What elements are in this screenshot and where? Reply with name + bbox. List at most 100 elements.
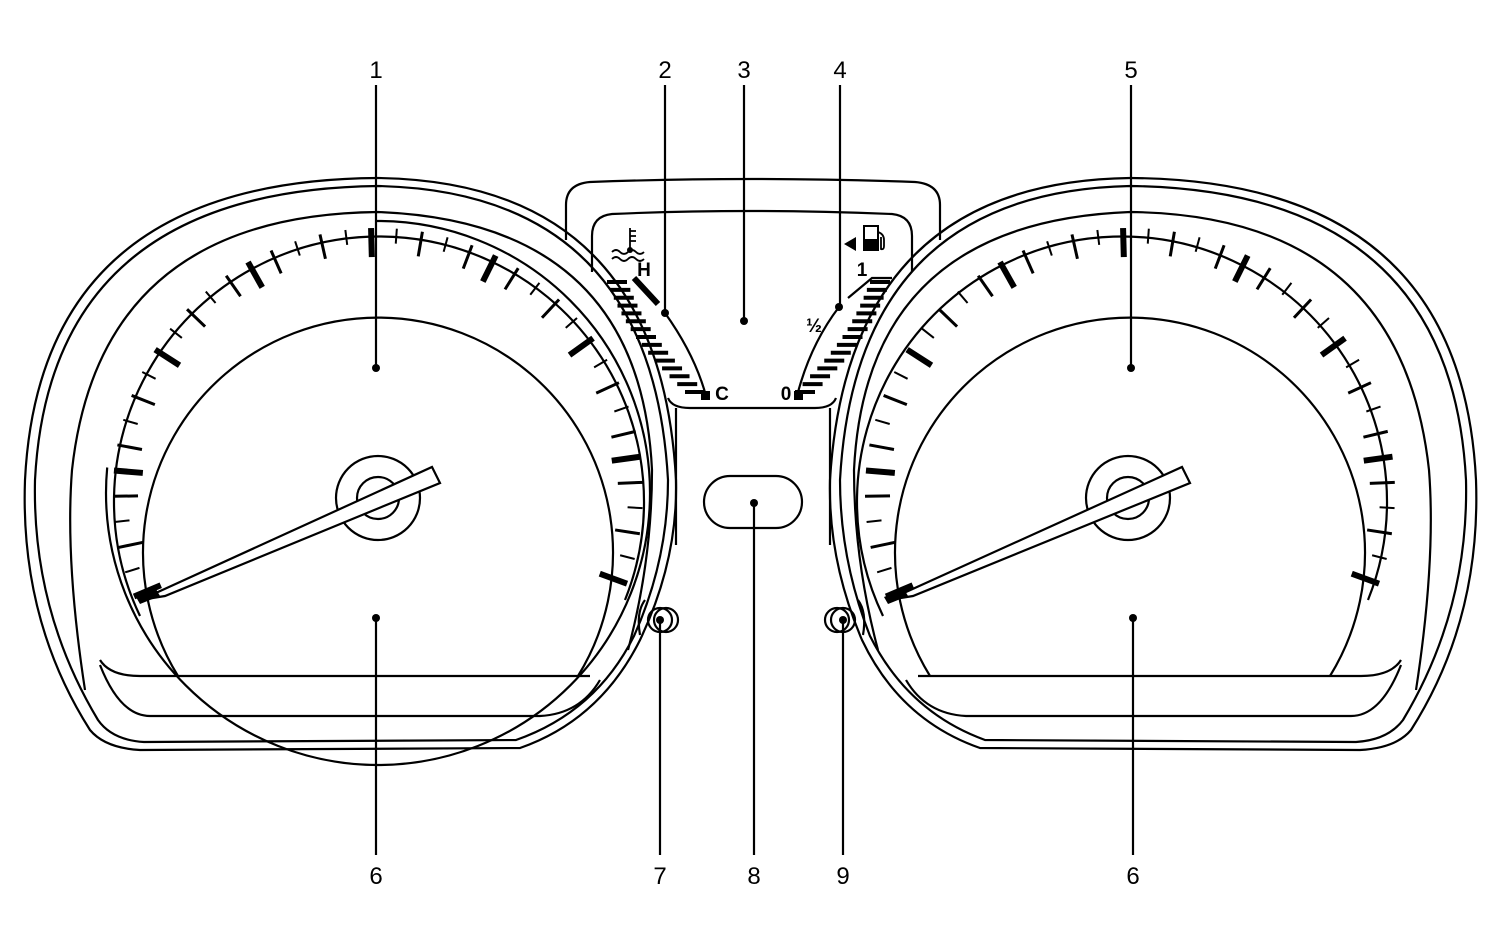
callout-1: 1 [369,57,382,84]
minor-tick [1281,282,1293,296]
minor-tick [124,566,140,574]
fuel-scale-dashes [795,280,890,394]
minor-tick [344,229,349,246]
minor-tick [269,249,283,275]
minor-tick [957,290,969,304]
major-tick [113,467,144,476]
major-tick [611,453,641,464]
minor-tick [461,244,474,270]
major-tick [1319,335,1347,358]
minor-tick [614,528,641,536]
callout-8: 8 [747,863,760,890]
minor-tick [565,317,578,329]
fuel-half-label: ½ [806,316,822,337]
minor-tick [876,566,892,574]
minor-tick [529,282,541,296]
callout-7: 7 [653,863,666,890]
minor-tick [1046,240,1053,256]
minor-tick [118,540,144,549]
minor-tick [869,443,895,451]
major-tick [368,228,375,258]
minor-tick [1021,249,1035,275]
minor-tick [131,394,156,407]
minor-tick [976,274,994,298]
minor-tick [503,267,520,291]
major-tick [905,347,934,368]
coolant-temperature-icon [611,228,645,262]
minor-tick [627,506,643,510]
minor-tick [416,231,424,257]
right-gauge-tachometer [828,176,1478,752]
callout-5: 5 [1124,57,1137,84]
minor-tick [1371,554,1387,560]
minor-tick [1363,429,1389,439]
minor-tick [1345,358,1360,369]
minor-tick [186,308,207,328]
fuel-full-label: 1 [857,260,868,281]
major-tick [1232,254,1251,283]
minor-tick [205,290,217,304]
minor-tick [1194,237,1201,253]
minor-tick [318,234,327,260]
callout-6-left: 6 [369,863,382,890]
speed-scale-ticks [113,228,643,600]
callout-labels: 1 2 3 4 5 6 7 8 9 6 [369,57,1139,890]
fuel-empty-label: 0 [781,384,792,405]
minor-tick [1292,298,1313,319]
major-tick [1120,228,1127,258]
minor-tick [1146,228,1150,244]
minor-tick [870,540,896,549]
minor-tick [1347,381,1372,395]
minor-tick [614,405,629,413]
fuel-gauge: 1 ½ 0 [781,225,892,405]
minor-tick [117,443,143,451]
minor-tick [938,308,959,328]
minor-tick [617,480,643,485]
minor-tick [394,228,398,244]
minor-tick [1317,317,1330,329]
callout-4: 4 [833,57,846,84]
major-tick [1363,453,1393,464]
temp-cold-label: C [715,384,729,405]
temp-hot-label: H [637,260,651,281]
left-gauge-speedometer [23,176,678,767]
minor-tick [1366,528,1393,536]
minor-tick [294,240,301,256]
callout-9: 9 [836,863,849,890]
temperature-gauge: H C [607,228,729,405]
major-tick [865,467,896,476]
major-tick [132,582,162,600]
left-knob [637,599,680,636]
minor-tick [1070,234,1079,260]
needle-hub [334,454,422,542]
minor-tick [593,358,608,369]
minor-tick [595,381,620,395]
callout-leaders [372,85,1137,855]
major-tick [997,260,1017,289]
fuel-pump-icon [844,225,885,251]
major-tick [567,335,595,358]
minor-tick [875,418,890,425]
minor-tick [1096,229,1101,246]
minor-tick [921,327,935,339]
callout-2: 2 [658,57,671,84]
minor-tick [1168,231,1176,257]
temp-scale-dashes [607,280,705,394]
callout-6-right: 6 [1126,863,1139,890]
minor-tick [1213,244,1226,270]
minor-tick [1379,506,1395,510]
major-tick [245,260,265,289]
minor-tick [1366,405,1381,413]
minor-tick [141,371,157,380]
minor-tick [866,519,882,523]
minor-tick [442,237,449,253]
callout-3: 3 [737,57,750,84]
minor-tick [169,327,183,339]
minor-tick [224,274,242,298]
needle [887,465,1192,602]
major-tick [598,570,629,587]
minor-tick [1369,480,1395,485]
center-display-panel [564,177,942,545]
needle [139,465,442,602]
minor-tick [883,394,908,407]
